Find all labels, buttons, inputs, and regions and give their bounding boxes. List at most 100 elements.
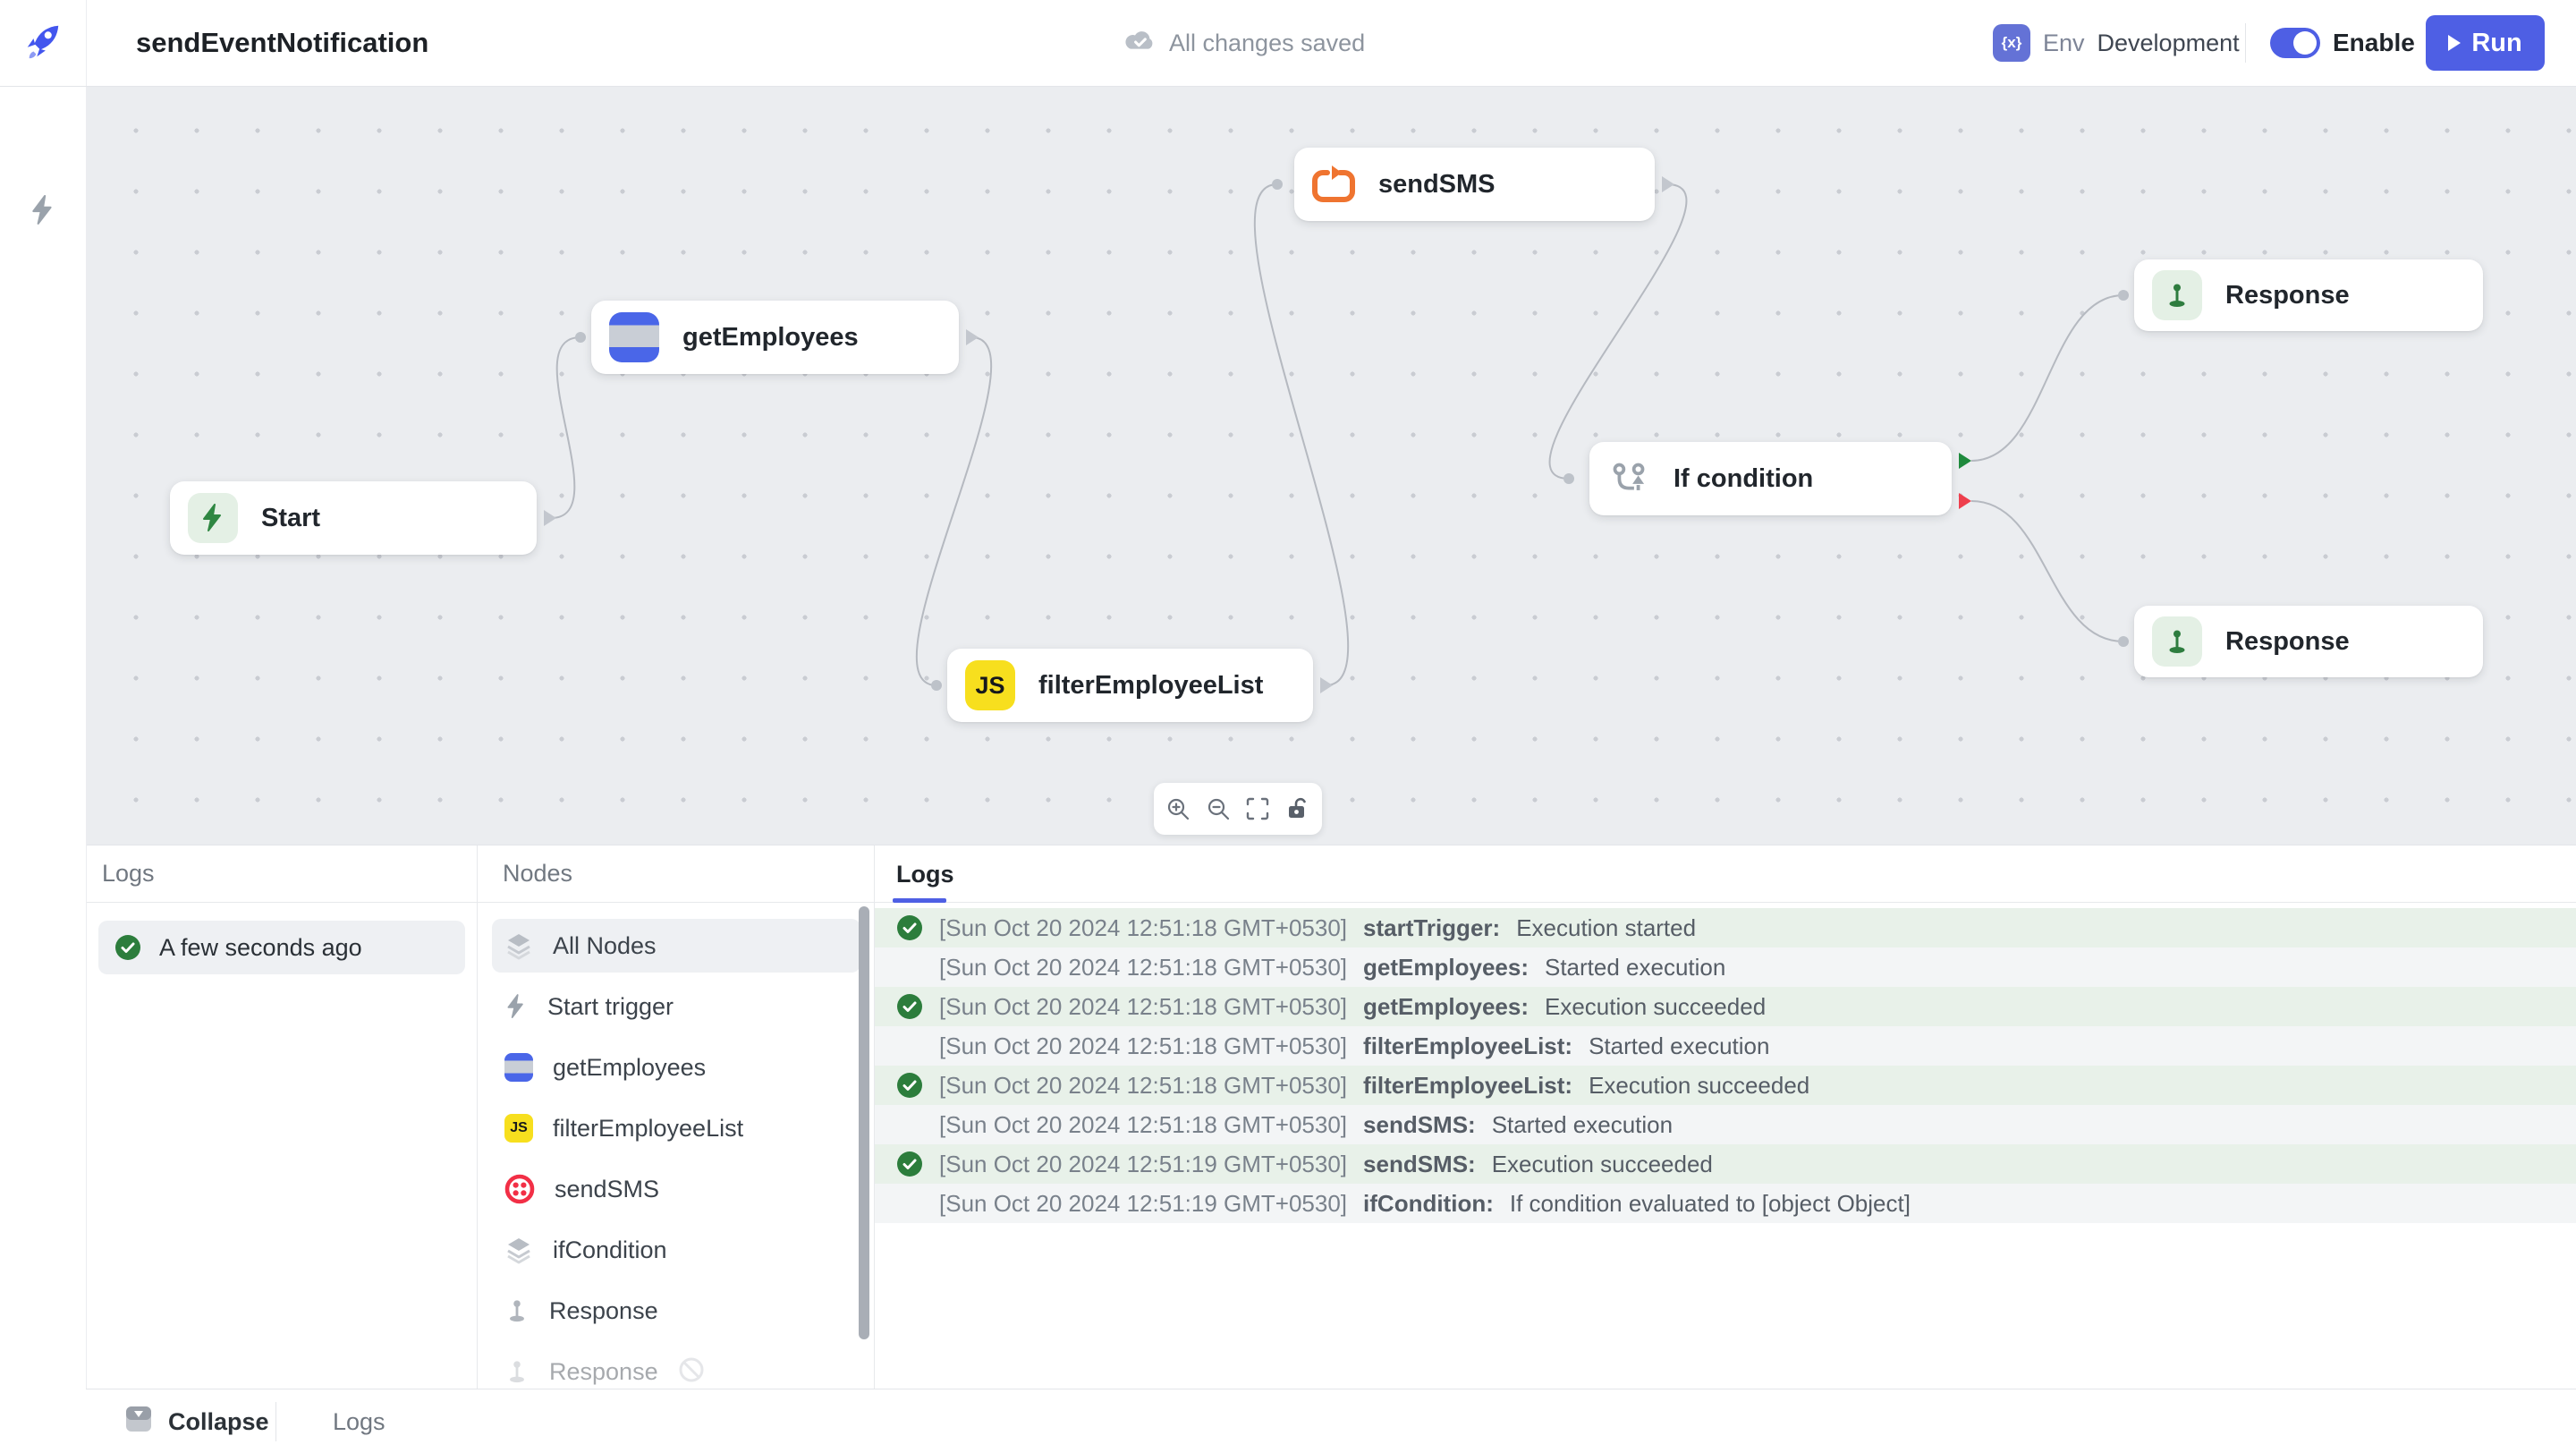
active-tab-indicator — [893, 898, 946, 903]
canvas-toolbar — [1154, 783, 1322, 835]
branch-icon — [1607, 454, 1650, 504]
filter-input-port[interactable] — [931, 680, 942, 691]
node-filter-response-disabled[interactable]: Response — [492, 1345, 860, 1389]
app-logo[interactable] — [0, 0, 87, 86]
left-rail — [0, 86, 87, 1453]
start-bolt-icon — [188, 493, 238, 543]
log-message: Execution succeeded — [1545, 993, 1766, 1021]
toggle-knob — [2293, 31, 2317, 55]
node-getemployees[interactable]: getEmployees — [591, 301, 959, 374]
log-timestamp: [Sun Oct 20 2024 12:51:19 GMT+0530] — [939, 1190, 1347, 1218]
log-row[interactable]: [Sun Oct 20 2024 12:51:18 GMT+0530] getE… — [875, 987, 2576, 1026]
response-pin-icon — [2152, 270, 2202, 320]
ifcondition-false-port[interactable] — [1959, 493, 1971, 509]
trigger-nav-icon[interactable] — [29, 195, 57, 230]
run-entry[interactable]: A few seconds ago — [98, 921, 465, 974]
node-item-label: sendSMS — [555, 1176, 659, 1203]
zoom-out-icon[interactable] — [1202, 793, 1234, 825]
log-node-name: ifCondition: — [1363, 1190, 1494, 1218]
response-pin-icon — [2152, 616, 2202, 667]
rocket-icon — [22, 21, 64, 66]
node-filter-all[interactable]: All Nodes — [492, 919, 860, 973]
node-item-label: filterEmployeeList — [553, 1115, 743, 1143]
check-placeholder — [896, 1111, 923, 1138]
success-check-icon — [896, 1072, 923, 1099]
nodes-scrollbar[interactable] — [859, 906, 869, 1339]
log-row[interactable]: [Sun Oct 20 2024 12:51:18 GMT+0530] send… — [875, 1105, 2576, 1144]
node-filter-starttrigger[interactable]: Start trigger — [492, 980, 860, 1033]
log-node-name: sendSMS: — [1363, 1151, 1476, 1178]
start-output-port[interactable] — [544, 510, 556, 526]
run-button[interactable]: Run — [2426, 15, 2545, 71]
log-node-name: filterEmployeeList: — [1363, 1072, 1572, 1100]
log-row[interactable]: [Sun Oct 20 2024 12:51:18 GMT+0530] getE… — [875, 947, 2576, 987]
check-placeholder — [896, 1190, 923, 1217]
filter-output-port[interactable] — [1320, 677, 1333, 693]
getemployees-input-port[interactable] — [575, 332, 586, 343]
run-button-label: Run — [2471, 29, 2521, 58]
save-status-text: All changes saved — [1169, 30, 1365, 57]
log-message: Execution started — [1516, 914, 1696, 942]
bolt-icon — [504, 993, 528, 1020]
response2-input-port[interactable] — [2118, 636, 2129, 647]
workflow-title: sendEventNotification — [136, 0, 428, 86]
layers-icon — [504, 931, 533, 960]
log-message: Execution succeeded — [1589, 1072, 1809, 1100]
log-message: If condition evaluated to [object Object… — [1510, 1190, 1911, 1218]
logs-tabbar: Logs — [875, 845, 2576, 903]
node-filter-filteremployeelist[interactable]: JS filterEmployeeList — [492, 1101, 860, 1155]
footer-divider — [275, 1402, 276, 1441]
loop-icon — [1312, 159, 1355, 209]
collapse-button[interactable]: Collapse — [123, 1389, 269, 1453]
node-label: Response — [2225, 281, 2350, 310]
log-message: Execution succeeded — [1492, 1151, 1713, 1178]
fit-view-icon[interactable] — [1241, 793, 1274, 825]
log-node-name: sendSMS: — [1363, 1111, 1476, 1139]
footer-logs-tab[interactable]: Logs — [333, 1389, 386, 1453]
logs-column: Logs [Sun Oct 20 2024 12:51:18 GMT+0530]… — [875, 845, 2576, 1389]
node-item-label: Response — [549, 1297, 658, 1325]
collapse-label: Collapse — [168, 1408, 269, 1436]
nodes-header: Nodes — [478, 845, 874, 903]
js-icon: JS — [504, 1114, 533, 1143]
twilio-icon — [504, 1174, 535, 1204]
log-message: Started execution — [1492, 1111, 1673, 1139]
runs-column: Logs A few seconds ago — [86, 845, 478, 1389]
log-row[interactable]: [Sun Oct 20 2024 12:51:18 GMT+0530] filt… — [875, 1026, 2576, 1066]
log-row[interactable]: [Sun Oct 20 2024 12:51:18 GMT+0530] filt… — [875, 1066, 2576, 1105]
node-filter-response[interactable]: Response — [492, 1284, 860, 1338]
log-timestamp: [Sun Oct 20 2024 12:51:18 GMT+0530] — [939, 1072, 1347, 1100]
node-ifcondition[interactable]: If condition — [1589, 442, 1952, 515]
log-node-name: getEmployees: — [1363, 993, 1529, 1021]
node-filter-getemployees[interactable]: getEmployees — [492, 1041, 860, 1094]
log-node-name: getEmployees: — [1363, 954, 1529, 981]
log-row[interactable]: [Sun Oct 20 2024 12:51:19 GMT+0530] send… — [875, 1144, 2576, 1184]
node-sendsms[interactable]: sendSMS — [1294, 148, 1655, 221]
ifcondition-input-port[interactable] — [1563, 473, 1574, 484]
node-response-2[interactable]: Response — [2134, 606, 2483, 677]
node-label: getEmployees — [682, 323, 859, 353]
enable-toggle[interactable] — [2270, 28, 2320, 58]
sendsms-output-port[interactable] — [1662, 176, 1674, 192]
log-row[interactable]: [Sun Oct 20 2024 12:51:18 GMT+0530] star… — [875, 908, 2576, 947]
node-filter-ifcondition[interactable]: ifCondition — [492, 1223, 860, 1277]
tab-logs[interactable]: Logs — [896, 845, 954, 903]
run-entry-label: A few seconds ago — [159, 934, 362, 962]
ifcondition-true-port[interactable] — [1959, 453, 1971, 469]
environment-selector[interactable]: {x} Env Development — [1993, 0, 2240, 86]
node-filteremployeelist[interactable]: JS filterEmployeeList — [947, 649, 1313, 722]
collapse-icon — [123, 1404, 154, 1440]
log-timestamp: [Sun Oct 20 2024 12:51:18 GMT+0530] — [939, 1111, 1347, 1139]
lock-open-icon[interactable] — [1282, 793, 1314, 825]
workflow-canvas[interactable]: Start getEmployees sendSMS JS filterE — [86, 86, 2576, 845]
response1-input-port[interactable] — [2118, 290, 2129, 301]
check-placeholder — [896, 954, 923, 981]
zoom-in-icon[interactable] — [1162, 793, 1194, 825]
log-timestamp: [Sun Oct 20 2024 12:51:19 GMT+0530] — [939, 1151, 1347, 1178]
sendsms-input-port[interactable] — [1272, 179, 1283, 190]
node-start[interactable]: Start — [170, 481, 537, 555]
node-response-1[interactable]: Response — [2134, 259, 2483, 331]
log-row[interactable]: [Sun Oct 20 2024 12:51:19 GMT+0530] ifCo… — [875, 1184, 2576, 1223]
node-filter-sendsms[interactable]: sendSMS — [492, 1162, 860, 1216]
getemployees-output-port[interactable] — [966, 329, 979, 345]
